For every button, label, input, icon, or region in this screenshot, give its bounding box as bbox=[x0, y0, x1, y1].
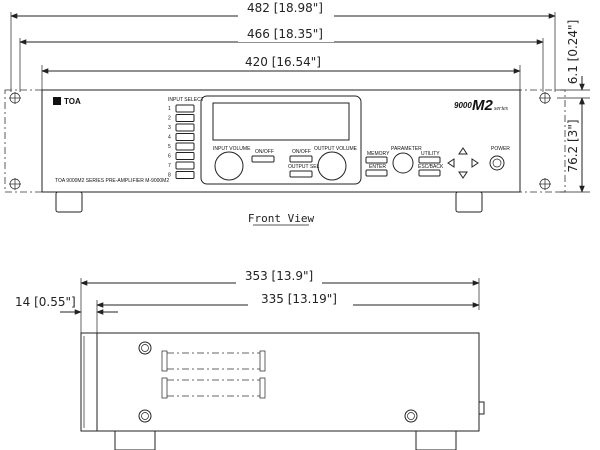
input-onoff-button[interactable] bbox=[251, 155, 275, 163]
esc-back-label: ESC/BACK bbox=[418, 164, 444, 170]
arrow-right-icon[interactable] bbox=[471, 158, 479, 168]
arrow-left-icon[interactable] bbox=[447, 158, 455, 168]
dim-top-offset: 6.1 [0.24"] bbox=[566, 20, 580, 85]
output-onoff-button[interactable] bbox=[289, 155, 313, 163]
output-sel-label: OUTPUT SEL bbox=[288, 164, 320, 170]
screw-bottom-left bbox=[138, 409, 152, 423]
input-number-4: 4 bbox=[168, 135, 171, 141]
direction-pad[interactable] bbox=[447, 147, 479, 179]
input-select-button-5[interactable] bbox=[175, 142, 195, 151]
power-label: POWER bbox=[491, 146, 510, 152]
input-select-button-1[interactable] bbox=[175, 104, 195, 113]
side-foot-left bbox=[114, 430, 156, 450]
input-select-button-7[interactable] bbox=[175, 161, 195, 170]
utility-label: UTILITY bbox=[421, 151, 440, 157]
rack-hole-top-right bbox=[539, 92, 551, 104]
onoff-left-label: ON/OFF bbox=[255, 149, 274, 155]
input-select-group: 1 2 3 4 5 6 7 8 bbox=[168, 104, 195, 179]
input-number-8: 8 bbox=[168, 173, 171, 179]
onoff-right-label: ON/OFF bbox=[292, 149, 311, 155]
input-number-1: 1 bbox=[168, 106, 171, 112]
utility-button[interactable] bbox=[418, 156, 441, 164]
dim-front-offset: 14 [0.55"] bbox=[15, 295, 76, 309]
input-number-3: 3 bbox=[168, 125, 171, 131]
side-view-chassis bbox=[80, 332, 485, 432]
dim-overall-depth: 353 [13.9"] bbox=[245, 269, 313, 283]
arrow-up-icon[interactable] bbox=[458, 147, 468, 155]
parameter-knob[interactable] bbox=[392, 152, 414, 174]
input-number-7: 7 bbox=[168, 163, 171, 169]
input-select-button-2[interactable] bbox=[175, 114, 195, 122]
front-foot-right bbox=[455, 191, 483, 213]
memory-button[interactable] bbox=[365, 156, 388, 164]
power-button[interactable] bbox=[489, 155, 505, 171]
series-word: series bbox=[494, 106, 509, 112]
input-number-6: 6 bbox=[168, 154, 171, 160]
power-icon bbox=[492, 158, 502, 168]
enter-label: ENTER bbox=[369, 164, 386, 170]
output-sel-button[interactable] bbox=[289, 170, 313, 178]
side-foot-right bbox=[415, 430, 457, 450]
enter-button[interactable] bbox=[365, 169, 388, 177]
input-volume-label: INPUT VOLUME bbox=[213, 146, 251, 152]
model-text: TOA 9000M2 SERIES PRE-AMPLIFIER M-9000M2 bbox=[55, 178, 169, 184]
screw-top-left bbox=[138, 341, 152, 355]
dim-overall-width: 482 [18.98"] bbox=[247, 1, 323, 15]
parameter-label: PARAMETER bbox=[391, 146, 422, 152]
brand-label: TOA bbox=[64, 97, 81, 106]
input-select-label: INPUT SELECT bbox=[168, 97, 204, 103]
dim-mount-width: 466 [18.35"] bbox=[247, 27, 323, 41]
front-dimension-lines bbox=[10, 12, 556, 92]
output-volume-knob[interactable] bbox=[317, 151, 347, 181]
input-select-button-4[interactable] bbox=[175, 133, 195, 141]
memory-label: MEMORY bbox=[367, 151, 390, 157]
display-bezel bbox=[200, 95, 362, 185]
input-select-button-6[interactable] bbox=[175, 152, 195, 160]
input-select-button-3[interactable] bbox=[175, 123, 195, 132]
esc-back-button[interactable] bbox=[418, 169, 441, 177]
series-mark: M2 bbox=[472, 97, 493, 114]
front-foot-left bbox=[55, 191, 83, 213]
output-volume-label: OUTPUT VOLUME bbox=[314, 146, 358, 152]
front-panel: TOA TOA 9000M2 SERIES PRE-AMPLIFIER M-90… bbox=[4, 89, 566, 193]
input-number-5: 5 bbox=[168, 144, 171, 150]
rack-hole-bottom-left bbox=[9, 178, 21, 190]
dim-body-width: 420 [16.54"] bbox=[245, 55, 321, 69]
screw-bottom-right bbox=[404, 409, 418, 423]
dim-body-depth: 335 [13.19"] bbox=[261, 292, 337, 306]
input-number-2: 2 bbox=[168, 116, 171, 122]
series-number: 9000 bbox=[454, 101, 472, 110]
front-view-caption: Front View bbox=[248, 212, 315, 225]
rack-hole-top-left bbox=[9, 92, 21, 104]
toa-logo-icon bbox=[53, 97, 61, 105]
input-volume-knob[interactable] bbox=[214, 151, 244, 181]
rack-hole-bottom-right bbox=[539, 178, 551, 190]
input-select-button-8[interactable] bbox=[175, 171, 195, 179]
lcd-display bbox=[212, 102, 350, 141]
arrow-down-icon[interactable] bbox=[458, 171, 468, 179]
dim-panel-height: 76.2 [3"] bbox=[566, 119, 580, 172]
